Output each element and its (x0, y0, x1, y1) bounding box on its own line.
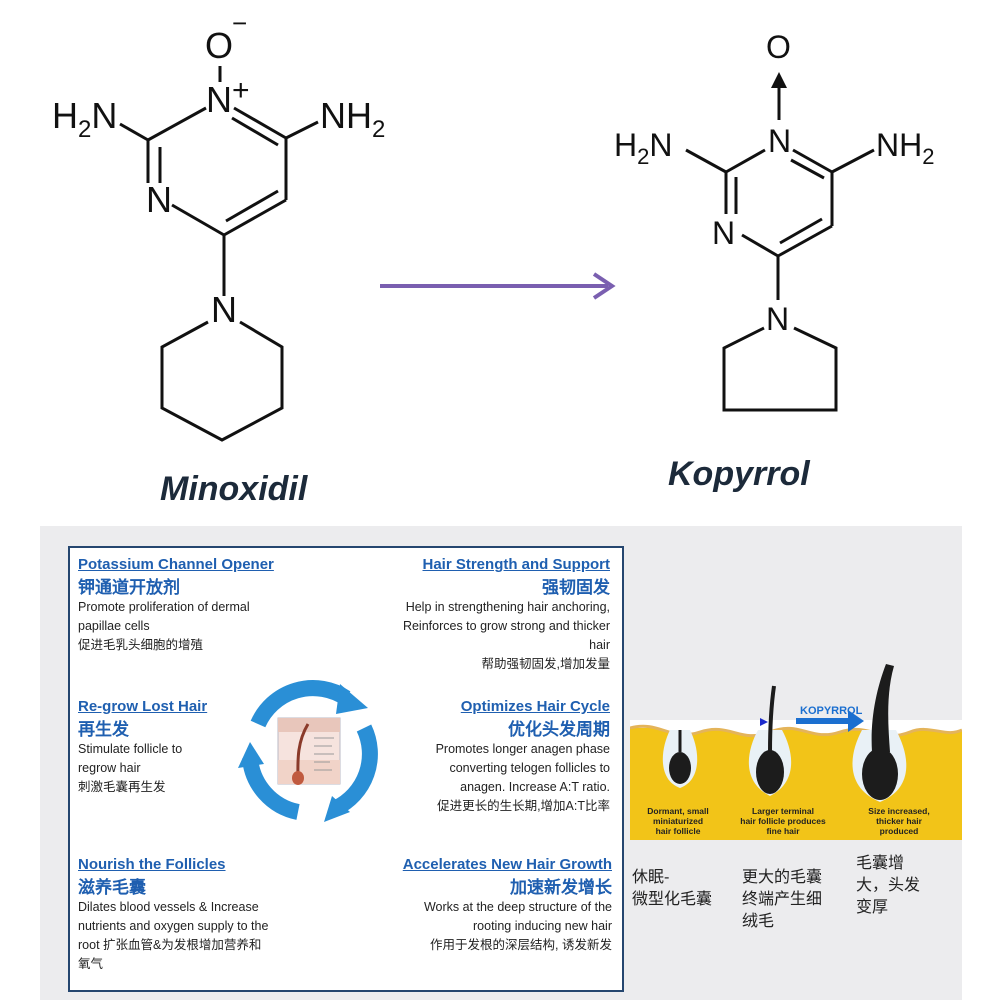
bond (225, 189, 279, 223)
section-line: 促进毛乳头细胞的增殖 (78, 638, 204, 652)
section-line: nutrients and oxygen supply to the (78, 919, 269, 933)
section-line: 氧气 (78, 957, 104, 971)
kopyrrol-arrow: KOPYRROL (796, 705, 864, 732)
kopyrrol-arrow-label: KOPYRROL (800, 705, 863, 717)
minoxidil-label: Minoxidil (160, 470, 308, 508)
minoxidil-amine-left: H2N (52, 95, 117, 143)
cycle-arrows-icon (242, 680, 378, 820)
section-line: Reinforces to grow strong and thicker (402, 619, 610, 633)
hair-cycle-graphic (238, 680, 378, 822)
section-line: hair (589, 638, 610, 652)
transformation-arrow (380, 272, 616, 300)
follicle-illustration: KOPYRROL (630, 664, 962, 840)
bond (779, 217, 823, 245)
section-title: Optimizes Hair Cycle (460, 698, 610, 715)
skin-cross-section-icon (277, 717, 341, 785)
pyrrolidine-ring (722, 326, 838, 412)
bond (685, 148, 727, 174)
kopyrrol-structure (685, 82, 875, 412)
section-line: root 扩张血管&为发根增加营养和 (78, 938, 262, 952)
section-title: Hair Strength and Support (422, 556, 611, 573)
section-cn-title: 钾通道开放剂 (78, 578, 180, 598)
cycle-arrowhead (336, 684, 368, 714)
cycle-arrowhead (324, 796, 350, 822)
cn-note-dormant: 休眠- 微型化毛囊 (632, 867, 713, 908)
section-line: 促进更长的生长期,增加A:T比率 (437, 799, 610, 813)
kopyrrol-n-oxide-label: N (768, 123, 791, 159)
section-line: 作用于发根的深层结构, 诱发新发 (430, 938, 612, 952)
section-line: papillae cells (78, 619, 150, 633)
cycle-arrowhead (238, 742, 264, 768)
section-line: 帮助强韧固发,增加发量 (481, 657, 610, 671)
dative-arrowhead (771, 72, 787, 88)
piperidine-ring (160, 320, 284, 442)
section-hair-cycle: Optimizes Hair Cycle 优化头发周期 Promotes lon… (380, 698, 610, 816)
kopyrrol-ring-n: N (712, 215, 735, 251)
bond (725, 148, 766, 174)
section-nourish-follicles: Nourish the Follicles 滋养毛囊 Dilates blood… (78, 856, 338, 974)
bond (231, 116, 279, 147)
minoxidil-charge-plus: + (232, 74, 250, 107)
section-cn-title: 强韧固发 (542, 578, 610, 598)
section-line: Promote proliferation of dermal (78, 600, 250, 614)
bond (790, 158, 825, 180)
section-line: rooting inducing new hair (473, 919, 612, 933)
bond (119, 122, 149, 142)
section-hair-strength: Hair Strength and Support 强韧固发 Help in s… (340, 556, 610, 674)
cn-note-terminal: 更大的毛囊 终端产生细 绒毛 (742, 867, 823, 930)
minoxidil-amine-right: NH2 (320, 95, 385, 143)
section-line: Stimulate follicle to (78, 742, 183, 756)
cn-note-thicker: 毛囊增 大，头发 变厚 (856, 853, 921, 916)
bond (831, 148, 875, 174)
kopyrrol-pyrrolidine-n: N (766, 301, 789, 337)
bond (792, 148, 833, 174)
section-title: Re-grow Lost Hair (78, 698, 208, 715)
minoxidil-n-plus-label: N (206, 79, 232, 120)
bond (147, 106, 207, 142)
section-line: Help in strengthening hair anchoring, (405, 600, 610, 614)
section-title: Potassium Channel Opener (78, 556, 274, 573)
follicle-label-thicker: Size increased, thicker hair produced (868, 806, 930, 836)
thick-follicle-icon (852, 664, 907, 802)
minoxidil-structure (119, 66, 319, 442)
bond (171, 203, 225, 237)
section-line: Works at the deep structure of the (423, 900, 612, 914)
follicle-label-terminal: Larger terminal hair follicle produces f… (740, 806, 826, 836)
section-cn-title: 加速新发增长 (510, 878, 612, 898)
marker-arrow-icon (760, 718, 768, 726)
structures-figure: O − N + H2N NH2 N N O N H2N NH2 N N (52, 8, 934, 442)
terminal-follicle-icon (748, 685, 792, 796)
section-line: 刺激毛囊再生发 (78, 780, 166, 794)
bond (285, 120, 319, 140)
benefits-box (68, 546, 624, 992)
section-line: Dilates blood vessels & Increase (78, 900, 259, 914)
section-cn-title: 优化头发周期 (508, 720, 610, 740)
section-cn-title: 滋养毛囊 (78, 878, 146, 898)
dormant-follicle-icon (662, 730, 698, 788)
minoxidil-ring-n: N (146, 179, 172, 220)
section-title: Nourish the Follicles (78, 856, 226, 873)
bond (777, 224, 833, 258)
kopyrrol-amine-left: H2N (614, 127, 672, 169)
section-line: converting telogen follicles to (449, 761, 610, 775)
minoxidil-piperidine-n: N (211, 289, 237, 330)
section-line: regrow hair (78, 761, 141, 775)
bond (233, 106, 287, 140)
kopyrrol-o-label: O (766, 29, 791, 65)
minoxidil-o-label: O (205, 25, 233, 66)
section-new-hair-growth: Accelerates New Hair Growth 加速新发增长 Works… (350, 856, 612, 955)
section-potassium-channel: Potassium Channel Opener 钾通道开放剂 Promote … (78, 556, 348, 655)
bond (223, 198, 287, 237)
section-title: Accelerates New Hair Growth (402, 856, 612, 873)
follicle-label-dormant: Dormant, small miniaturized hair follicl… (647, 806, 709, 836)
section-regrow-hair: Re-grow Lost Hair 再生发 Stimulate follicle… (78, 698, 238, 797)
section-cn-title: 再生发 (78, 720, 129, 740)
kopyrrol-amine-right: NH2 (876, 127, 934, 169)
section-line: anagen. Increase A:T ratio. (460, 780, 610, 794)
bond (741, 233, 779, 258)
kopyrrol-label: Kopyrrol (668, 455, 810, 493)
section-line: Promotes longer anagen phase (435, 742, 610, 756)
minoxidil-charge-minus: − (232, 8, 247, 38)
